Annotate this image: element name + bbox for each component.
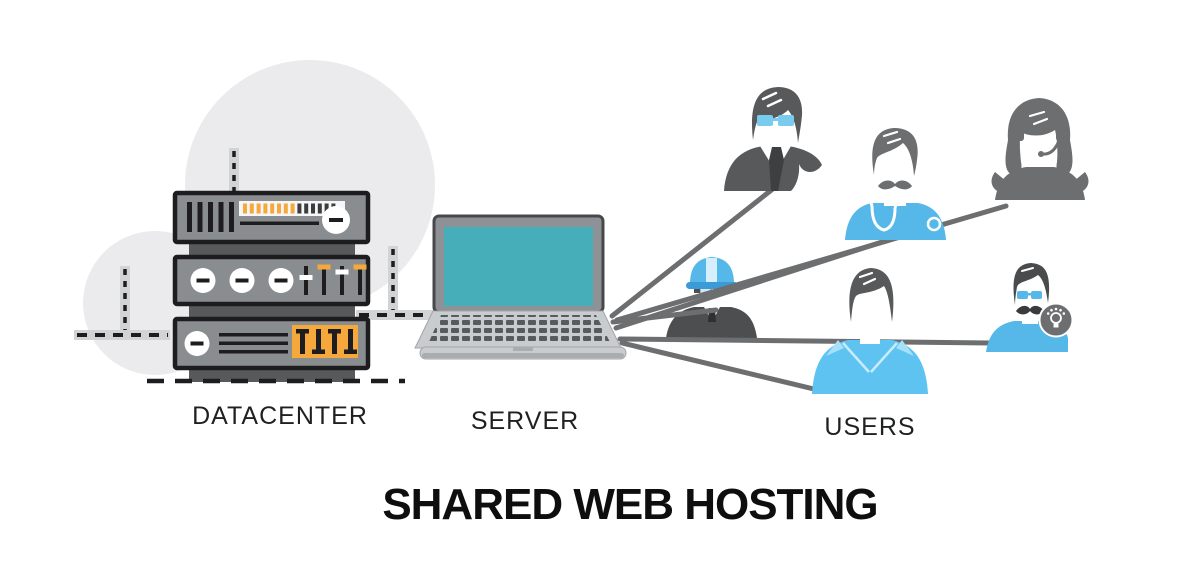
line-to-engineer [610, 307, 719, 325]
server-rack-icon [147, 190, 405, 384]
mustache-icon [878, 180, 912, 190]
glasses-icon [757, 115, 794, 126]
connection-lines [609, 181, 1009, 393]
doctor-icon [845, 128, 946, 240]
support-agent-icon [991, 98, 1089, 200]
rack-unit-1 [172, 190, 371, 245]
rack-unit-2 [172, 254, 371, 307]
led-strip [243, 203, 336, 214]
hard-hat [686, 257, 738, 293]
sliders [299, 264, 367, 295]
diagram-title: SHARED WEB HOSTING [382, 480, 878, 529]
idea-user-icon [986, 263, 1074, 352]
line-to-woman-user [619, 340, 821, 393]
laptop-icon [414, 214, 627, 360]
rack-3-switches [296, 329, 357, 354]
line-to-idea-user [617, 336, 993, 346]
lightbulb-icon [1038, 302, 1074, 338]
users-label: USERS [824, 413, 916, 441]
businessman-icon [724, 87, 822, 191]
headset-icon [1017, 126, 1063, 157]
laptop-keyboard [428, 315, 611, 344]
rack-unit-3 [172, 316, 371, 371]
server-label: SERVER [470, 407, 580, 435]
laptop-screen [444, 227, 593, 306]
woman-user-icon [812, 268, 928, 394]
cable-left [74, 266, 170, 340]
mustache-icon [1016, 305, 1044, 315]
line-to-businessman [609, 181, 782, 319]
antenna-top [229, 148, 239, 196]
stethoscope-icon [870, 205, 897, 232]
sunglasses-icon [1017, 291, 1042, 299]
cable-right [356, 246, 434, 320]
datacenter-label: DATACENTER [192, 402, 368, 430]
